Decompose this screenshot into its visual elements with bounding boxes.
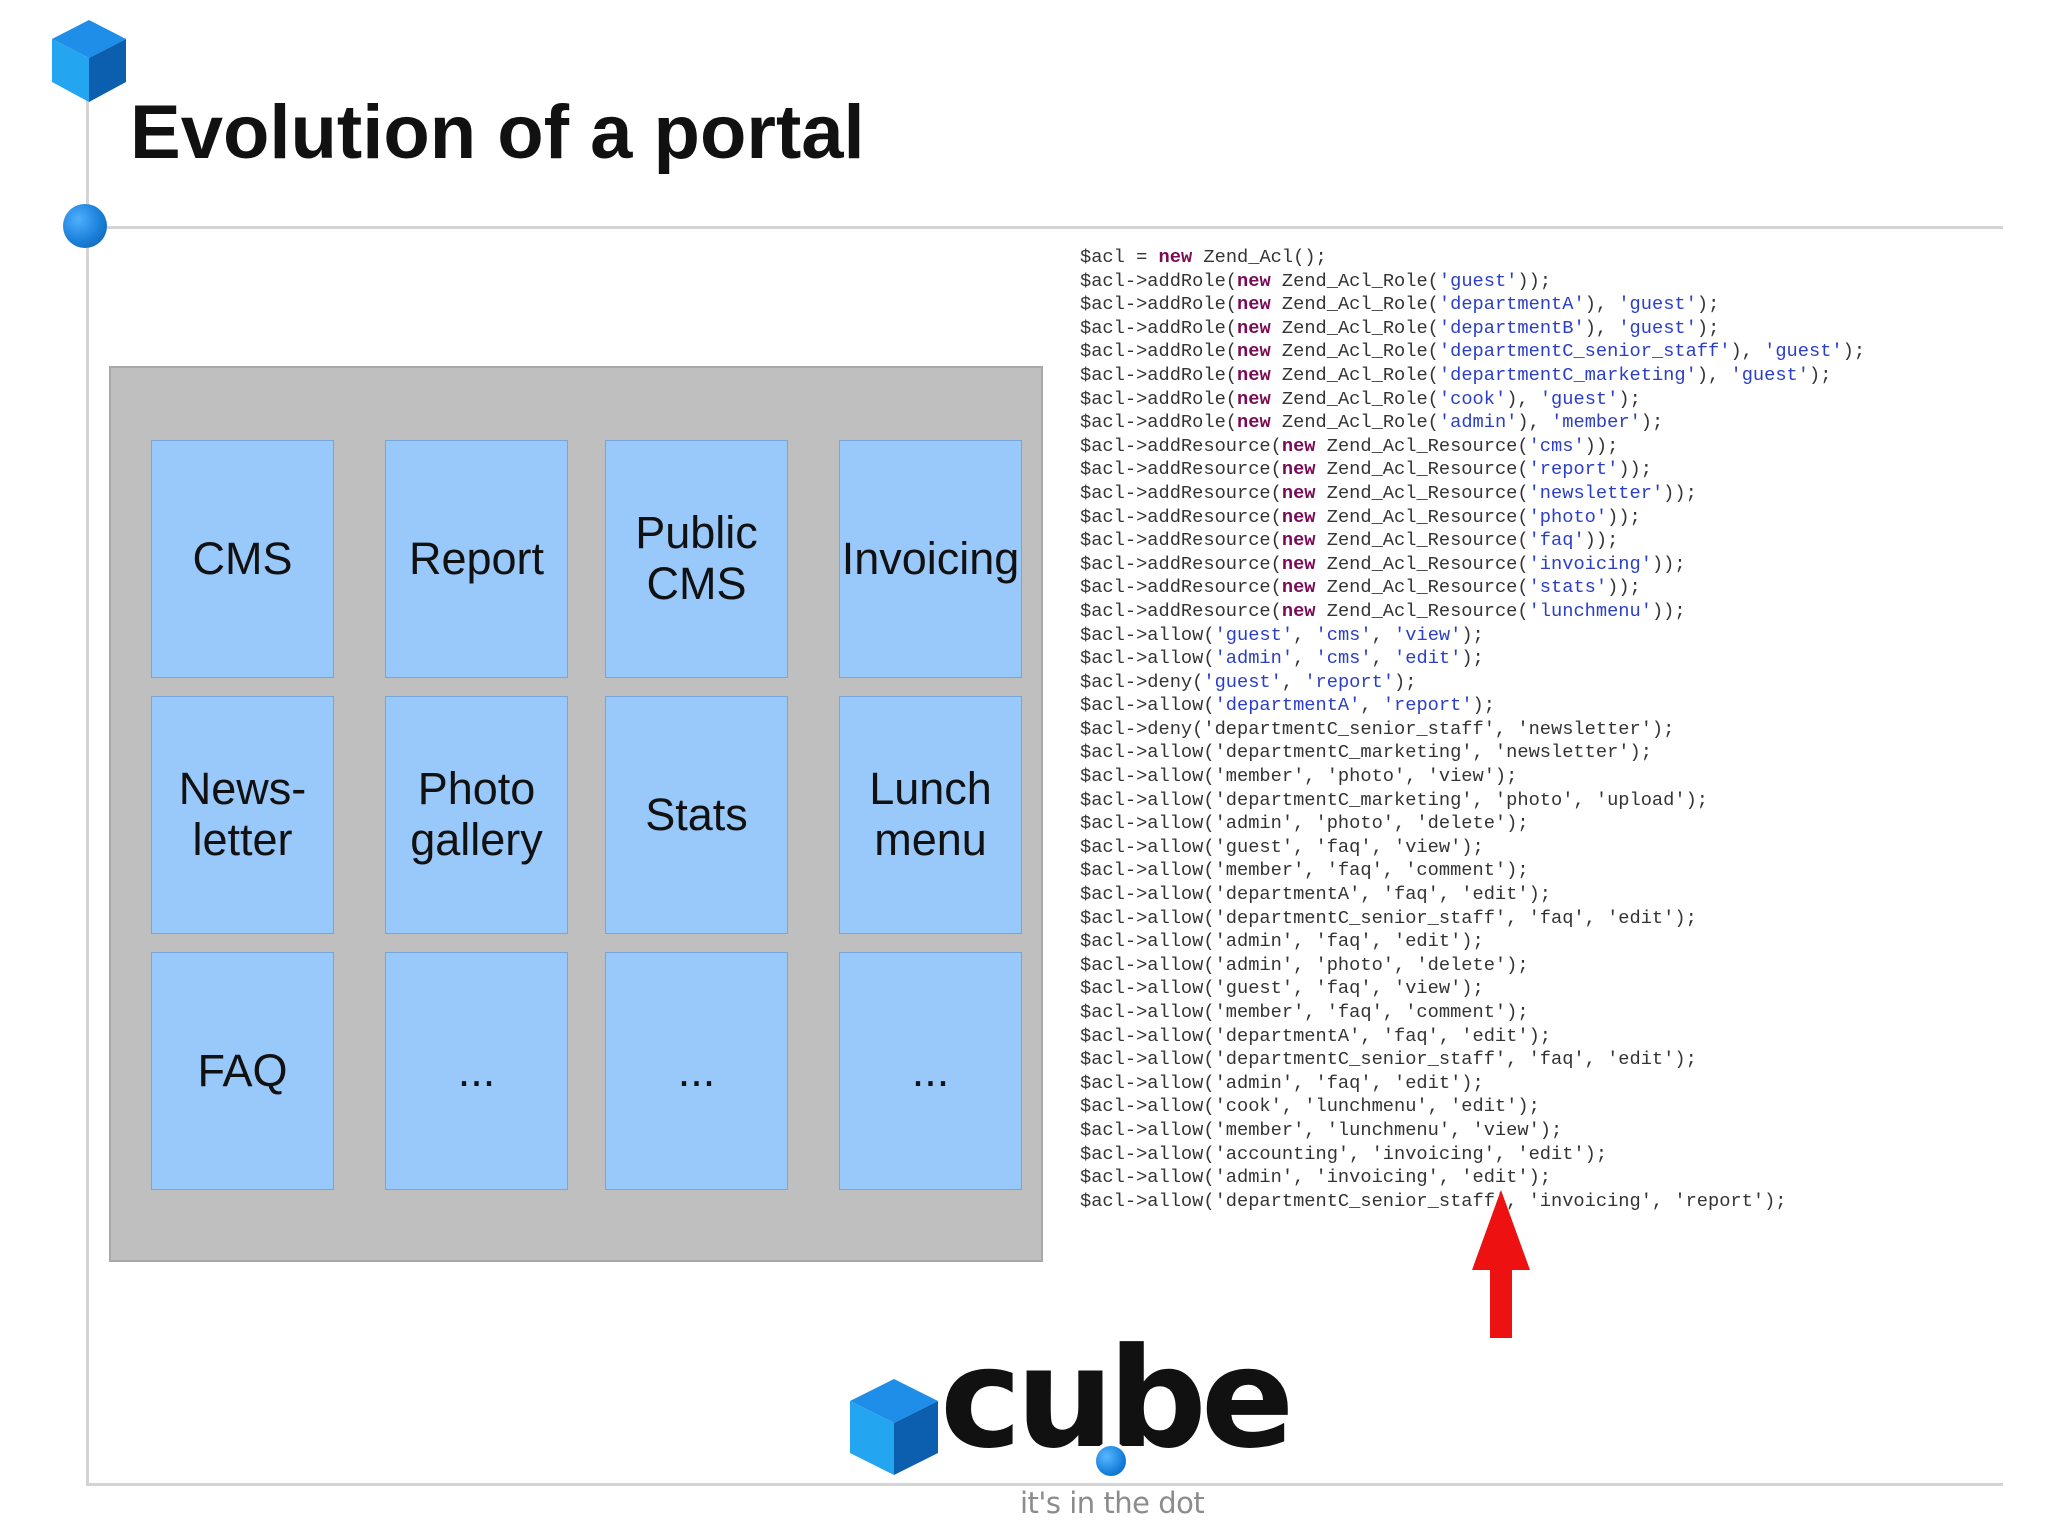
code-line: $acl->addResource(new Zend_Acl_Resource(…	[1080, 576, 1641, 599]
code-line: $acl->allow('departmentC_senior_staff', …	[1080, 1048, 1697, 1071]
code-line: $acl->allow('admin', 'photo', 'delete');	[1080, 953, 1529, 976]
code-line: $acl->allow('cook', 'lunchmenu', 'edit')…	[1080, 1095, 1540, 1118]
code-line: $acl->allow('admin', 'faq', 'edit');	[1080, 930, 1484, 953]
logo-tagline: it's in the dot	[1020, 1486, 1205, 1520]
code-line: $acl->addRole(new Zend_Acl_Role('departm…	[1080, 363, 1832, 386]
vertical-rule	[86, 100, 89, 1485]
code-line: $acl->deny('departmentC_senior_staff', '…	[1080, 717, 1675, 740]
module-faq: FAQ	[151, 952, 334, 1190]
code-line: $acl->allow('guest', 'faq', 'view');	[1080, 835, 1484, 858]
module-placeholder: ...	[605, 952, 788, 1190]
code-line: $acl->addRole(new Zend_Acl_Role('cook'),…	[1080, 387, 1641, 410]
module-cms: CMS	[151, 440, 334, 678]
code-line: $acl->allow('admin', 'faq', 'edit');	[1080, 1071, 1484, 1094]
code-line: $acl->addResource(new Zend_Acl_Resource(…	[1080, 434, 1619, 457]
code-line: $acl->allow('member', 'lunchmenu', 'view…	[1080, 1118, 1563, 1141]
module-invoicing: Invoicing	[839, 440, 1022, 678]
code-line: $acl->deny('guest', 'report');	[1080, 670, 1417, 693]
code-line: $acl->allow('admin', 'photo', 'delete');	[1080, 812, 1529, 835]
cube-logo: cube it's in the dot	[848, 1330, 1308, 1532]
code-line: $acl->addRole(new Zend_Acl_Role('departm…	[1080, 316, 1720, 339]
code-line: $acl->allow('departmentA', 'faq', 'edit'…	[1080, 883, 1552, 906]
code-line: $acl->addRole(new Zend_Acl_Role('guest')…	[1080, 269, 1552, 292]
red-arrow-up-icon	[1472, 1190, 1530, 1338]
code-line: $acl->allow('member', 'faq', 'comment');	[1080, 1001, 1529, 1023]
title-dot-marker	[63, 204, 107, 248]
module-public-cms: Public CMS	[605, 440, 788, 678]
module-newsletter: News- letter	[151, 696, 334, 934]
footer-rule	[86, 1483, 2003, 1486]
code-line: $acl->allow('departmentC_senior_staff', …	[1080, 906, 1697, 929]
module-photo-gallery: Photo gallery	[385, 696, 568, 934]
code-line: $acl->addRole(new Zend_Acl_Role('admin')…	[1080, 411, 1664, 434]
acl-code-listing: $acl = new Zend_Acl();$acl->addRole(new …	[1080, 246, 2010, 1213]
code-line: $acl->addResource(new Zend_Acl_Resource(…	[1080, 481, 1697, 504]
code-line: $acl->allow('departmentC_marketing', 'ph…	[1080, 788, 1709, 811]
code-line: $acl->addResource(new Zend_Acl_Resource(…	[1080, 552, 1686, 575]
code-line: $acl->addResource(new Zend_Acl_Resource(…	[1080, 599, 1686, 622]
code-line: $acl->allow('admin', 'invoicing', 'edit'…	[1080, 1166, 1552, 1189]
code-line: $acl->addResource(new Zend_Acl_Resource(…	[1080, 505, 1641, 528]
code-line: $acl = new Zend_Acl();	[1080, 246, 1327, 268]
code-line: $acl->allow('guest', 'cms', 'view');	[1080, 623, 1484, 646]
code-line: $acl->allow('accounting', 'invoicing', '…	[1080, 1142, 1608, 1165]
module-placeholder: ...	[839, 952, 1022, 1190]
code-line: $acl->allow('admin', 'cms', 'edit');	[1080, 647, 1484, 670]
code-line: $acl->addResource(new Zend_Acl_Resource(…	[1080, 529, 1619, 552]
slide-title: Evolution of a portal	[130, 90, 865, 175]
code-line: $acl->addResource(new Zend_Acl_Resource(…	[1080, 458, 1652, 481]
code-line: $acl->allow('departmentA', 'faq', 'edit'…	[1080, 1024, 1552, 1047]
module-placeholder: ...	[385, 952, 568, 1190]
portal-module-grid: CMS Report Public CMS Invoicing News- le…	[109, 366, 1043, 1262]
module-lunch-menu: Lunch menu	[839, 696, 1022, 934]
title-rule	[86, 226, 2003, 229]
module-report: Report	[385, 440, 568, 678]
code-line: $acl->allow('member', 'faq', 'comment');	[1080, 859, 1529, 882]
module-stats: Stats	[605, 696, 788, 934]
code-line: $acl->addRole(new Zend_Acl_Role('departm…	[1080, 293, 1720, 316]
code-line: $acl->allow('departmentA', 'report');	[1080, 694, 1495, 717]
code-line: $acl->allow('departmentC_marketing', 'ne…	[1080, 741, 1652, 764]
code-line: $acl->addRole(new Zend_Acl_Role('departm…	[1080, 340, 1866, 363]
logo-dot	[1092, 1442, 1130, 1480]
code-line: $acl->allow('departmentC_senior_staff', …	[1080, 1189, 1787, 1212]
cube-logo-icon	[850, 1379, 938, 1475]
cube-corner-icon	[52, 20, 126, 102]
code-line: $acl->allow('member', 'photo', 'view');	[1080, 765, 1518, 788]
code-line: $acl->allow('guest', 'faq', 'view');	[1080, 977, 1484, 1000]
